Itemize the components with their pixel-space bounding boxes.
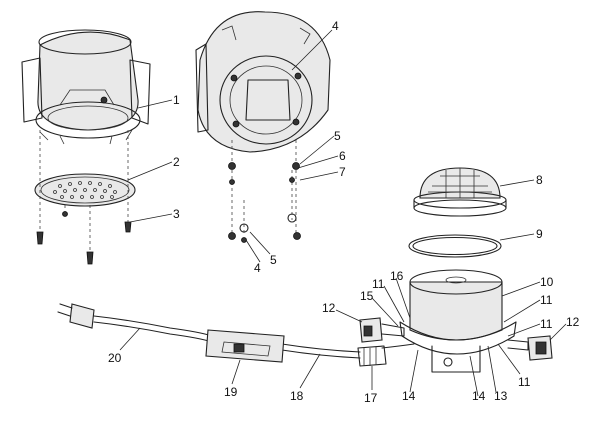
callout-11-right-top: 11 — [540, 293, 553, 307]
gasket-ring — [408, 234, 502, 258]
connector-left — [359, 317, 405, 343]
callout-4-top: 4 — [332, 19, 339, 33]
callout-19: 19 — [224, 385, 238, 399]
callout-14-right: 14 — [472, 389, 486, 403]
callout-8: 8 — [536, 173, 543, 187]
callout-10: 10 — [540, 275, 554, 289]
callout-4-bottom: 4 — [254, 261, 261, 275]
leader-lines — [119, 29, 567, 397]
callout-16: 16 — [390, 269, 404, 283]
callout-5-bottom: 5 — [270, 253, 277, 267]
callout-3: 3 — [173, 207, 180, 221]
callout-15: 15 — [360, 289, 374, 303]
callout-17: 17 — [364, 391, 378, 405]
callout-2: 2 — [173, 155, 180, 169]
callout-11-right-bottom: 11 — [518, 375, 531, 389]
grille-screws — [36, 130, 132, 265]
filter-cap — [413, 167, 507, 217]
mounting-hardware — [228, 140, 301, 243]
connector-right — [507, 335, 553, 361]
callout-14-left: 14 — [402, 389, 416, 403]
callout-9: 9 — [536, 227, 543, 241]
callout-11-right-mid: 11 — [540, 317, 553, 331]
callout-7: 7 — [339, 165, 346, 179]
power-cord-assembly — [57, 303, 415, 367]
callout-18: 18 — [290, 389, 304, 403]
callout-13: 13 — [494, 389, 508, 403]
fan-housing-front — [21, 29, 151, 145]
callout-1: 1 — [173, 93, 180, 107]
callout-11-left: 11 — [372, 277, 385, 291]
fan-housing-rear — [195, 11, 331, 153]
perforated-grille — [34, 173, 136, 207]
motor-housing — [399, 269, 517, 373]
callout-12-left: 12 — [322, 301, 336, 315]
strain-relief — [357, 345, 387, 367]
callout-6: 6 — [339, 149, 346, 163]
callout-labels: 1 2 3 4 5 6 7 4 5 8 9 10 11 11 12 11 13 … — [108, 19, 580, 405]
callout-12-right: 12 — [566, 315, 580, 329]
plug — [57, 303, 95, 329]
callout-20: 20 — [108, 351, 122, 365]
callout-5-top: 5 — [334, 129, 341, 143]
